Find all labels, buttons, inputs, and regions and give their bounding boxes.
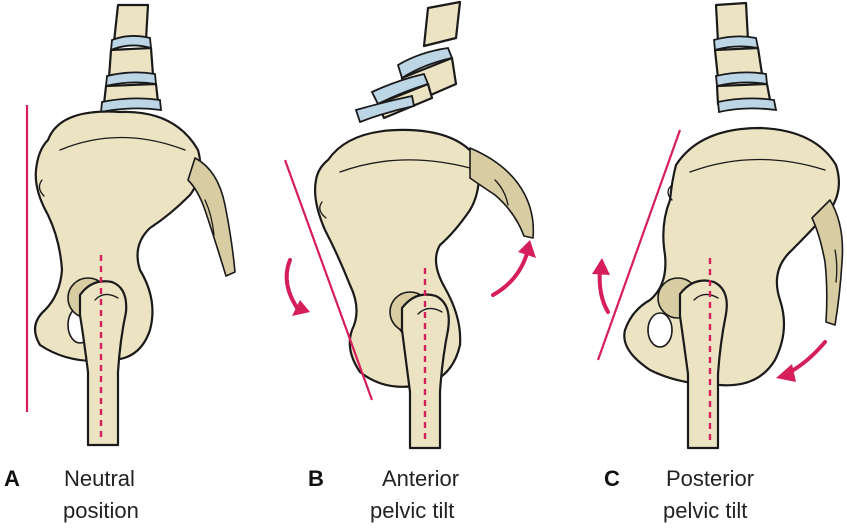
lumbar-spine-icon (101, 5, 161, 112)
pelvis-icon (624, 128, 842, 385)
curved-arrow-icon (592, 258, 610, 312)
pelvis-icon (35, 112, 235, 361)
panel-b (285, 2, 536, 448)
femur-icon (68, 278, 126, 445)
panel-b-caption-line1: Anterior (382, 466, 459, 491)
panel-c-caption-line2: pelvic tilt (663, 498, 747, 523)
panel-c-letter: C (604, 466, 620, 491)
panel-a-letter: A (4, 466, 20, 491)
panel-c (592, 3, 843, 448)
curved-arrow-icon (287, 260, 310, 316)
panel-b-letter: B (308, 466, 324, 491)
curved-arrow-icon (493, 240, 536, 295)
panel-b-caption-line2: pelvic tilt (370, 498, 454, 523)
curved-arrow-icon (776, 342, 825, 382)
panel-a (27, 5, 235, 445)
panel-a-caption-line1: Neutral (64, 466, 135, 491)
panel-c-caption-line1: Posterior (666, 466, 754, 491)
panel-a-caption-line2: position (63, 498, 139, 523)
lumbar-spine-icon (714, 3, 776, 112)
lumbar-spine-icon (356, 2, 460, 122)
